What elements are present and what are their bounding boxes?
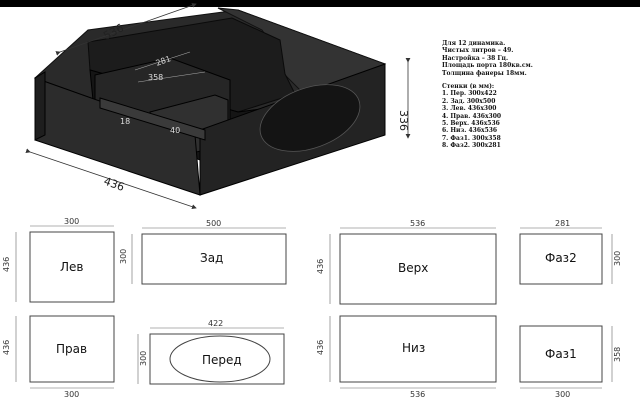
part-line: 4. Прав. 436x300: [442, 112, 502, 120]
part-line: 3. Лев. 436x300: [442, 105, 497, 113]
panel-niz: 436 536 Низ: [316, 315, 497, 399]
panel-faz2-label: Фаз2: [545, 251, 577, 265]
panel-verh-height: 436: [316, 259, 325, 274]
part-line: 2. Зад. 300x500: [442, 97, 496, 105]
panel-pered-width: 422: [208, 319, 223, 328]
panel-faz2-width: 281: [555, 219, 570, 228]
panel-prav-height: 436: [2, 340, 11, 355]
panel-verh-width: 536: [410, 219, 425, 228]
panel-prav: 436 300 Прав: [2, 315, 115, 399]
panel-lev-height: 436: [2, 257, 11, 272]
dim-inner-c: 18: [120, 117, 130, 126]
dim-inner-b: 358: [148, 73, 163, 82]
panel-lev-width: 300: [64, 217, 79, 226]
port-opening: [259, 84, 361, 152]
panel-zad: 500 300 Зад: [119, 219, 287, 285]
dim-inner-d: 40: [170, 126, 180, 135]
panel-faz1-height: 358: [613, 347, 622, 362]
note-line: Настройка – 38 Гц.: [442, 54, 509, 62]
panel-verh: 536 436 Верх: [316, 219, 497, 305]
part-line: 6. Низ. 436x536: [442, 127, 498, 135]
panel-niz-width: 536: [410, 390, 425, 399]
part-line: 5. Верх. 436x536: [442, 120, 500, 128]
top-border: [0, 0, 640, 7]
panel-zad-height: 300: [119, 249, 128, 264]
subwoofer-box-3d: 536 436 336 281 358 18 40: [25, 3, 411, 209]
note-line: Чистых литров – 49.: [442, 47, 514, 55]
parts-title: Стенки (в мм):: [442, 83, 495, 91]
panel-faz1: 300 358 Фаз1: [519, 325, 622, 399]
panel-niz-label: Низ: [402, 341, 425, 355]
box-inner-strip: [99, 97, 206, 141]
panel-zad-width: 500: [206, 219, 221, 228]
panel-verh-label: Верх: [398, 261, 428, 275]
panel-pered-label: Перед: [202, 353, 242, 367]
dim-height: 336: [397, 110, 410, 131]
panel-prav-width: 300: [64, 390, 79, 399]
note-line: Для 12 динамика.: [442, 40, 506, 47]
note-line: Площадь порта 180кв.см.: [442, 62, 533, 70]
panel-faz1-label: Фаз1: [545, 347, 577, 361]
panel-faz2-height: 300: [613, 251, 622, 266]
panel-pered: 422 300 Перед: [137, 319, 285, 385]
panel-faz1-width: 300: [555, 390, 570, 399]
dim-width: 436: [102, 175, 126, 194]
box-side-strip: [34, 71, 46, 141]
panel-zad-label: Зад: [200, 251, 223, 265]
panel-niz-height: 436: [316, 340, 325, 355]
part-line: 7. Фаз1. 300x358: [442, 134, 501, 142]
panel-prav-label: Прав: [56, 342, 87, 356]
panel-faz2: 281 300 Фаз2: [519, 219, 622, 285]
part-line: 8. Фаз2. 300x281: [442, 142, 501, 150]
panel-pered-height: 300: [139, 351, 148, 366]
panel-lev-label: Лев: [60, 260, 83, 274]
part-line: 1. Пер. 300x422: [442, 90, 497, 98]
note-line: Толщина фанеры 18мм.: [442, 69, 527, 77]
port-circle: [169, 335, 271, 383]
spec-notes: Для 12 динамика. Чистых литров – 49. Нас…: [442, 40, 632, 150]
panel-lev: 300 436 Лев: [2, 217, 115, 303]
